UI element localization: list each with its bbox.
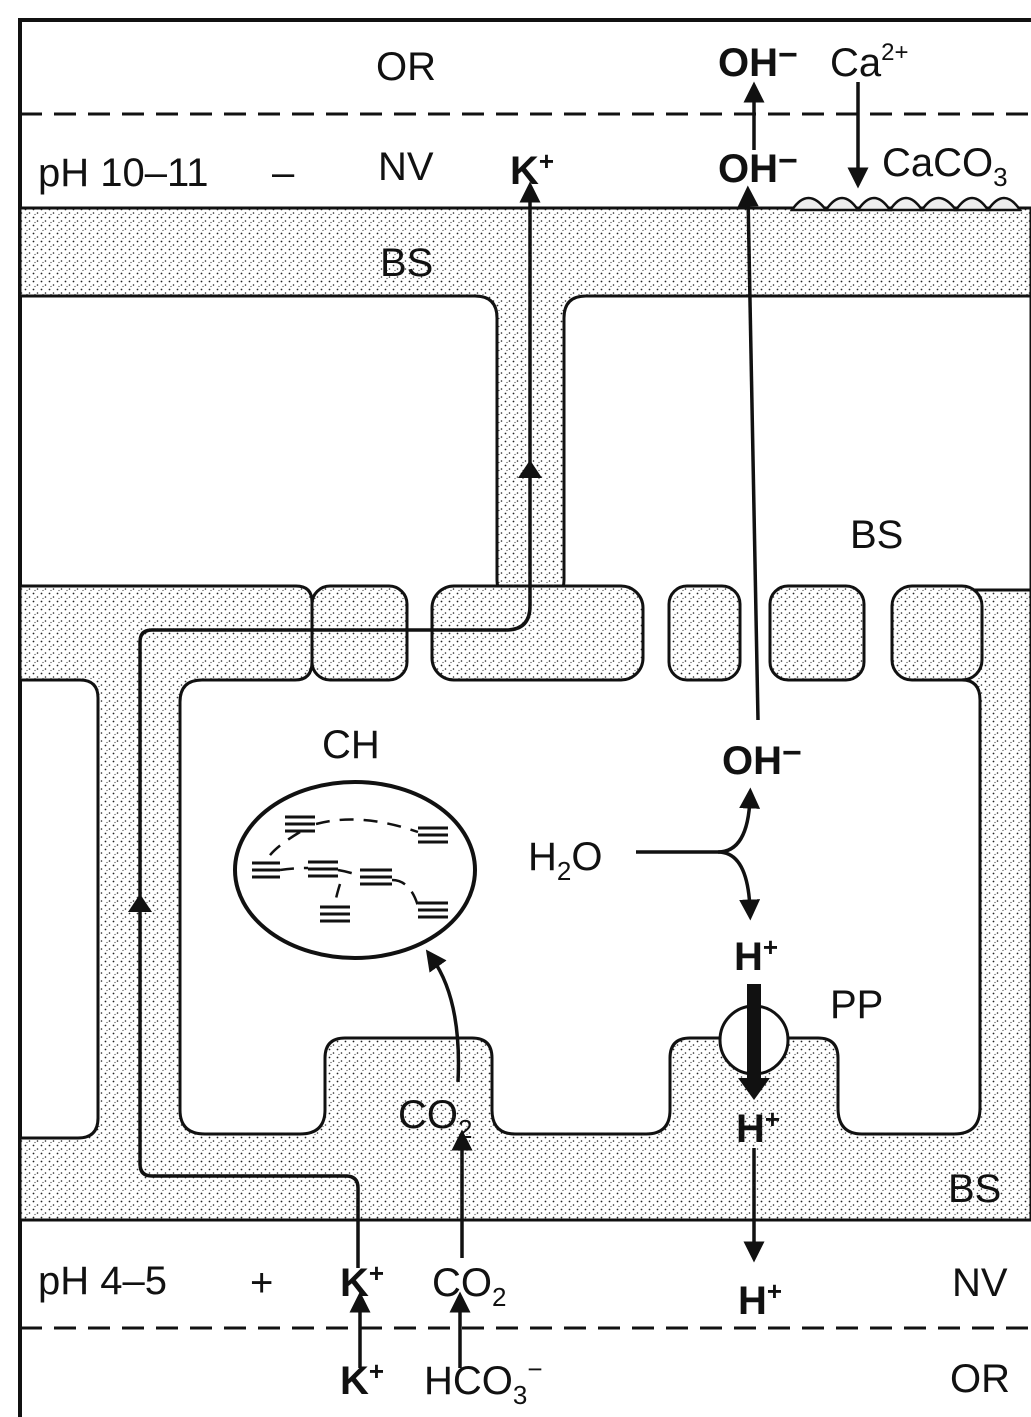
top-charge-label: – (272, 151, 295, 195)
h2o-tail: O (571, 835, 602, 879)
k-top-charge: + (539, 146, 554, 176)
top-outer-label: OR (376, 45, 436, 89)
oh-layer-text: OH (718, 147, 778, 191)
hco3-subscript: 3 (513, 1380, 527, 1410)
ca-text: Ca (830, 41, 882, 85)
oh-outer-label: OH− (718, 36, 798, 85)
bottom-ph-label: pH 4–5 (38, 1259, 167, 1303)
caco3-subscript: 3 (993, 162, 1007, 192)
h2o-to-h-arrow (718, 852, 750, 910)
hco3-text: HCO (424, 1359, 513, 1403)
pit-gap-2 (643, 586, 669, 680)
h-layer-charge: + (767, 1276, 782, 1306)
co2-layer-subscript: 2 (492, 1282, 506, 1312)
ca-charge: 2+ (881, 39, 908, 66)
hco3-label: HCO3− (424, 1354, 543, 1410)
k-bottom-layer-charge: + (369, 1258, 384, 1288)
oh-layer-label: OH− (718, 142, 798, 191)
h-layer-text: H (738, 1279, 767, 1323)
h-cell-text: H (734, 935, 763, 979)
pit-gap-4 (864, 586, 892, 680)
h-layer-label: H+ (738, 1276, 782, 1323)
wall-pillar-1 (312, 586, 407, 680)
k-bottom-outer-charge: + (369, 1356, 384, 1386)
bottom-outer-label: OR (950, 1357, 1010, 1401)
ca-label: Ca2+ (830, 39, 909, 85)
k-top-label: K+ (510, 146, 554, 193)
pump-label: PP (830, 983, 883, 1027)
h-cell-label: H+ (734, 932, 778, 979)
co2-layer-label: CO2 (432, 1261, 506, 1312)
wall-pillar-3 (669, 586, 740, 680)
h-cell-charge: + (763, 932, 778, 962)
k-bottom-outer-label: K+ (340, 1356, 384, 1403)
caco3-label: CaCO3 (882, 141, 1008, 192)
caco3-deposits (792, 198, 1020, 210)
cell-wall (20, 208, 1031, 1220)
caco3-text: CaCO (882, 141, 993, 185)
k-bottom-layer-text: K (340, 1261, 369, 1305)
wall-pillar-4 (770, 586, 864, 680)
top-layer-label: NV (378, 145, 434, 189)
wall-pillar-5 (892, 586, 982, 680)
k-bottom-outer-text: K (340, 1359, 369, 1403)
oh-cell-charge: − (782, 734, 802, 772)
h-out-membrane-charge: + (765, 1104, 780, 1134)
h2o-text: H (528, 835, 557, 879)
bottom-charge-label: + (250, 1261, 273, 1305)
k-top-text: K (510, 149, 539, 193)
bottom-layer-label: NV (952, 1261, 1008, 1305)
h2o-subscript: 2 (557, 856, 571, 886)
bs-top-label: BS (380, 241, 433, 285)
wall-pillar-2 (432, 586, 643, 680)
h2o-label: H2O (528, 835, 602, 886)
oh-cell-label: OH− (722, 734, 802, 783)
chloroplast (235, 782, 475, 958)
hco3-charge: − (527, 1354, 542, 1384)
co2-cell-subscript: 2 (458, 1114, 472, 1144)
oh-layer-charge: − (778, 142, 798, 180)
h2o-to-oh-arrow (718, 798, 750, 852)
chloroplast-label: CH (322, 723, 380, 767)
co2-layer-text: CO (432, 1261, 492, 1305)
top-ph-label: pH 10–11 (38, 151, 209, 195)
oh-cell-text: OH (722, 739, 782, 783)
h-out-membrane-text: H (736, 1107, 765, 1151)
bs-bottom-label: BS (948, 1167, 1001, 1211)
k-bottom-layer-label: K+ (340, 1258, 384, 1305)
co2-cell-text: CO (398, 1093, 458, 1137)
oh-outer-charge: − (778, 36, 798, 74)
bs-right-label: BS (850, 513, 903, 557)
oh-outer-text: OH (718, 41, 778, 85)
